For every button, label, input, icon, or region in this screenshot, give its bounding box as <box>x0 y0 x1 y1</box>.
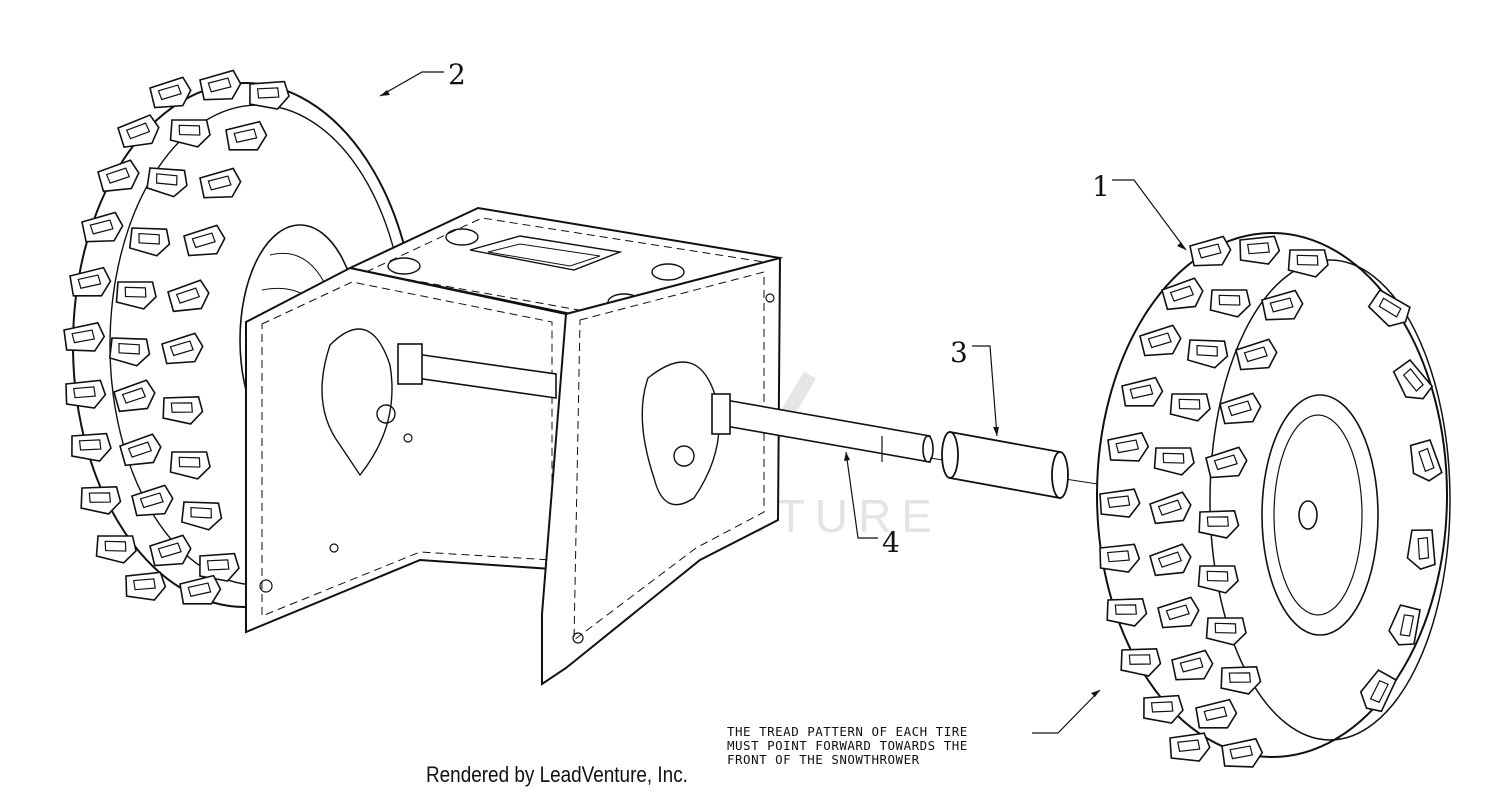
note-line-2: MUST POINT FORWARD TOWARDS THE <box>727 738 968 753</box>
render-credit: Rendered by LeadVenture, Inc. <box>426 762 688 787</box>
callout-3-label: 3 <box>950 336 968 369</box>
callout-1: 1 <box>1092 170 1187 251</box>
callout-3: 3 <box>950 336 999 437</box>
spacer-tube <box>941 430 1069 500</box>
callout-4: 4 <box>844 451 900 559</box>
callout-2: 2 <box>379 58 466 97</box>
note-line-3: FRONT OF THE SNOWTHROWER <box>727 752 920 767</box>
tread-direction-note: THE TREAD PATTERN OF EACH TIRE MUST POIN… <box>727 689 1101 767</box>
callout-4-label: 4 <box>882 526 900 559</box>
right-wheel <box>1096 232 1451 769</box>
note-line-1: THE TREAD PATTERN OF EACH TIRE <box>727 724 968 739</box>
frame-housing <box>245 206 784 686</box>
callout-2-label: 2 <box>448 58 466 91</box>
callout-1-label: 1 <box>1092 170 1110 203</box>
